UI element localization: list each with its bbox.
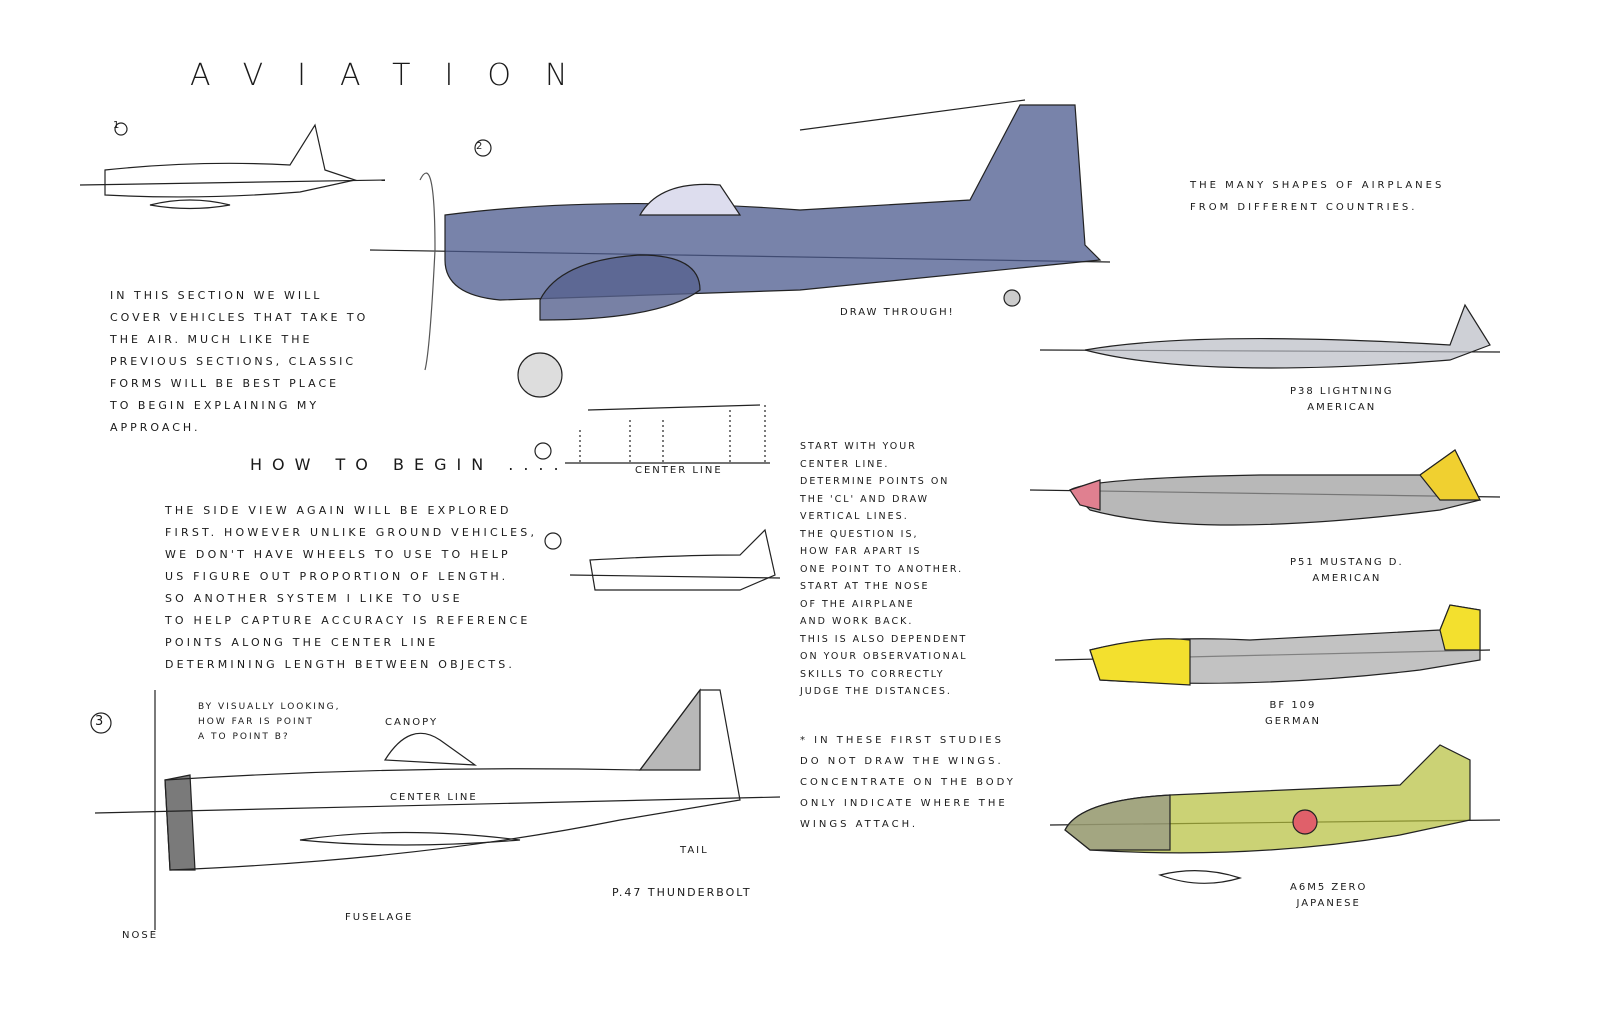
fuselage-label: FUSELAGE — [345, 912, 414, 923]
intro-text: IN THIS SECTION WE WILL COVER VEHICLES T… — [110, 289, 369, 434]
step-3-circle — [90, 712, 112, 734]
plane-label-p38: P38 LIGHTNING AMERICAN — [1290, 386, 1394, 413]
nose-label: NOSE — [122, 930, 159, 941]
centerline-diagram-2 — [569, 528, 781, 591]
canopy-label: CANOPY — [385, 717, 439, 728]
step-2-number: 2 — [476, 141, 485, 152]
plane-label-bf109: BF 109 GERMAN — [1265, 700, 1321, 727]
p47-drawing — [94, 688, 781, 930]
small-plane-sketch-1 — [79, 123, 386, 210]
tail-label: TAIL — [680, 845, 709, 856]
draw-through-label: DRAW THROUGH! — [840, 307, 955, 318]
step-1-number: 1 — [113, 120, 122, 131]
step-2-circle — [474, 139, 492, 157]
page-title: AVIATION — [190, 58, 602, 93]
visual-question-label: BY VISUALLY LOOKING, HOW FAR IS POINT A … — [198, 702, 341, 742]
zero-drawing — [1049, 744, 1501, 884]
corsair-drawing — [369, 99, 1111, 398]
plane-label-p51: P51 MUSTANG D. AMERICAN — [1290, 557, 1404, 584]
p51-drawing — [1029, 449, 1501, 526]
diagram-2-circle — [544, 532, 562, 550]
how-to-begin-heading: HOW TO BEGIN .... — [250, 455, 569, 474]
center-line-label-small: CENTER LINE — [635, 465, 723, 476]
step-1-circle — [114, 122, 128, 136]
center-line-label: CENTER LINE — [390, 792, 478, 803]
start-text: START WITH YOUR CENTER LINE. DETERMINE P… — [800, 441, 968, 697]
p47-label: P.47 THUNDERBOLT — [612, 886, 752, 899]
plane-label-zero: A6M5 ZERO JAPANESE — [1290, 882, 1368, 909]
note-text: * IN THESE FIRST STUDIES DO NOT DRAW THE… — [800, 735, 1016, 830]
bf109-drawing — [1054, 604, 1491, 686]
p38-drawing — [1039, 303, 1501, 369]
step-3-number: 3 — [95, 714, 106, 729]
side-view-text: THE SIDE VIEW AGAIN WILL BE EXPLORED FIR… — [165, 504, 538, 671]
many-shapes-text: THE MANY SHAPES OF AIRPLANES FROM DIFFER… — [1190, 180, 1445, 213]
diagram-1-circle — [534, 442, 552, 460]
centerline-diagram-1 — [565, 404, 770, 464]
